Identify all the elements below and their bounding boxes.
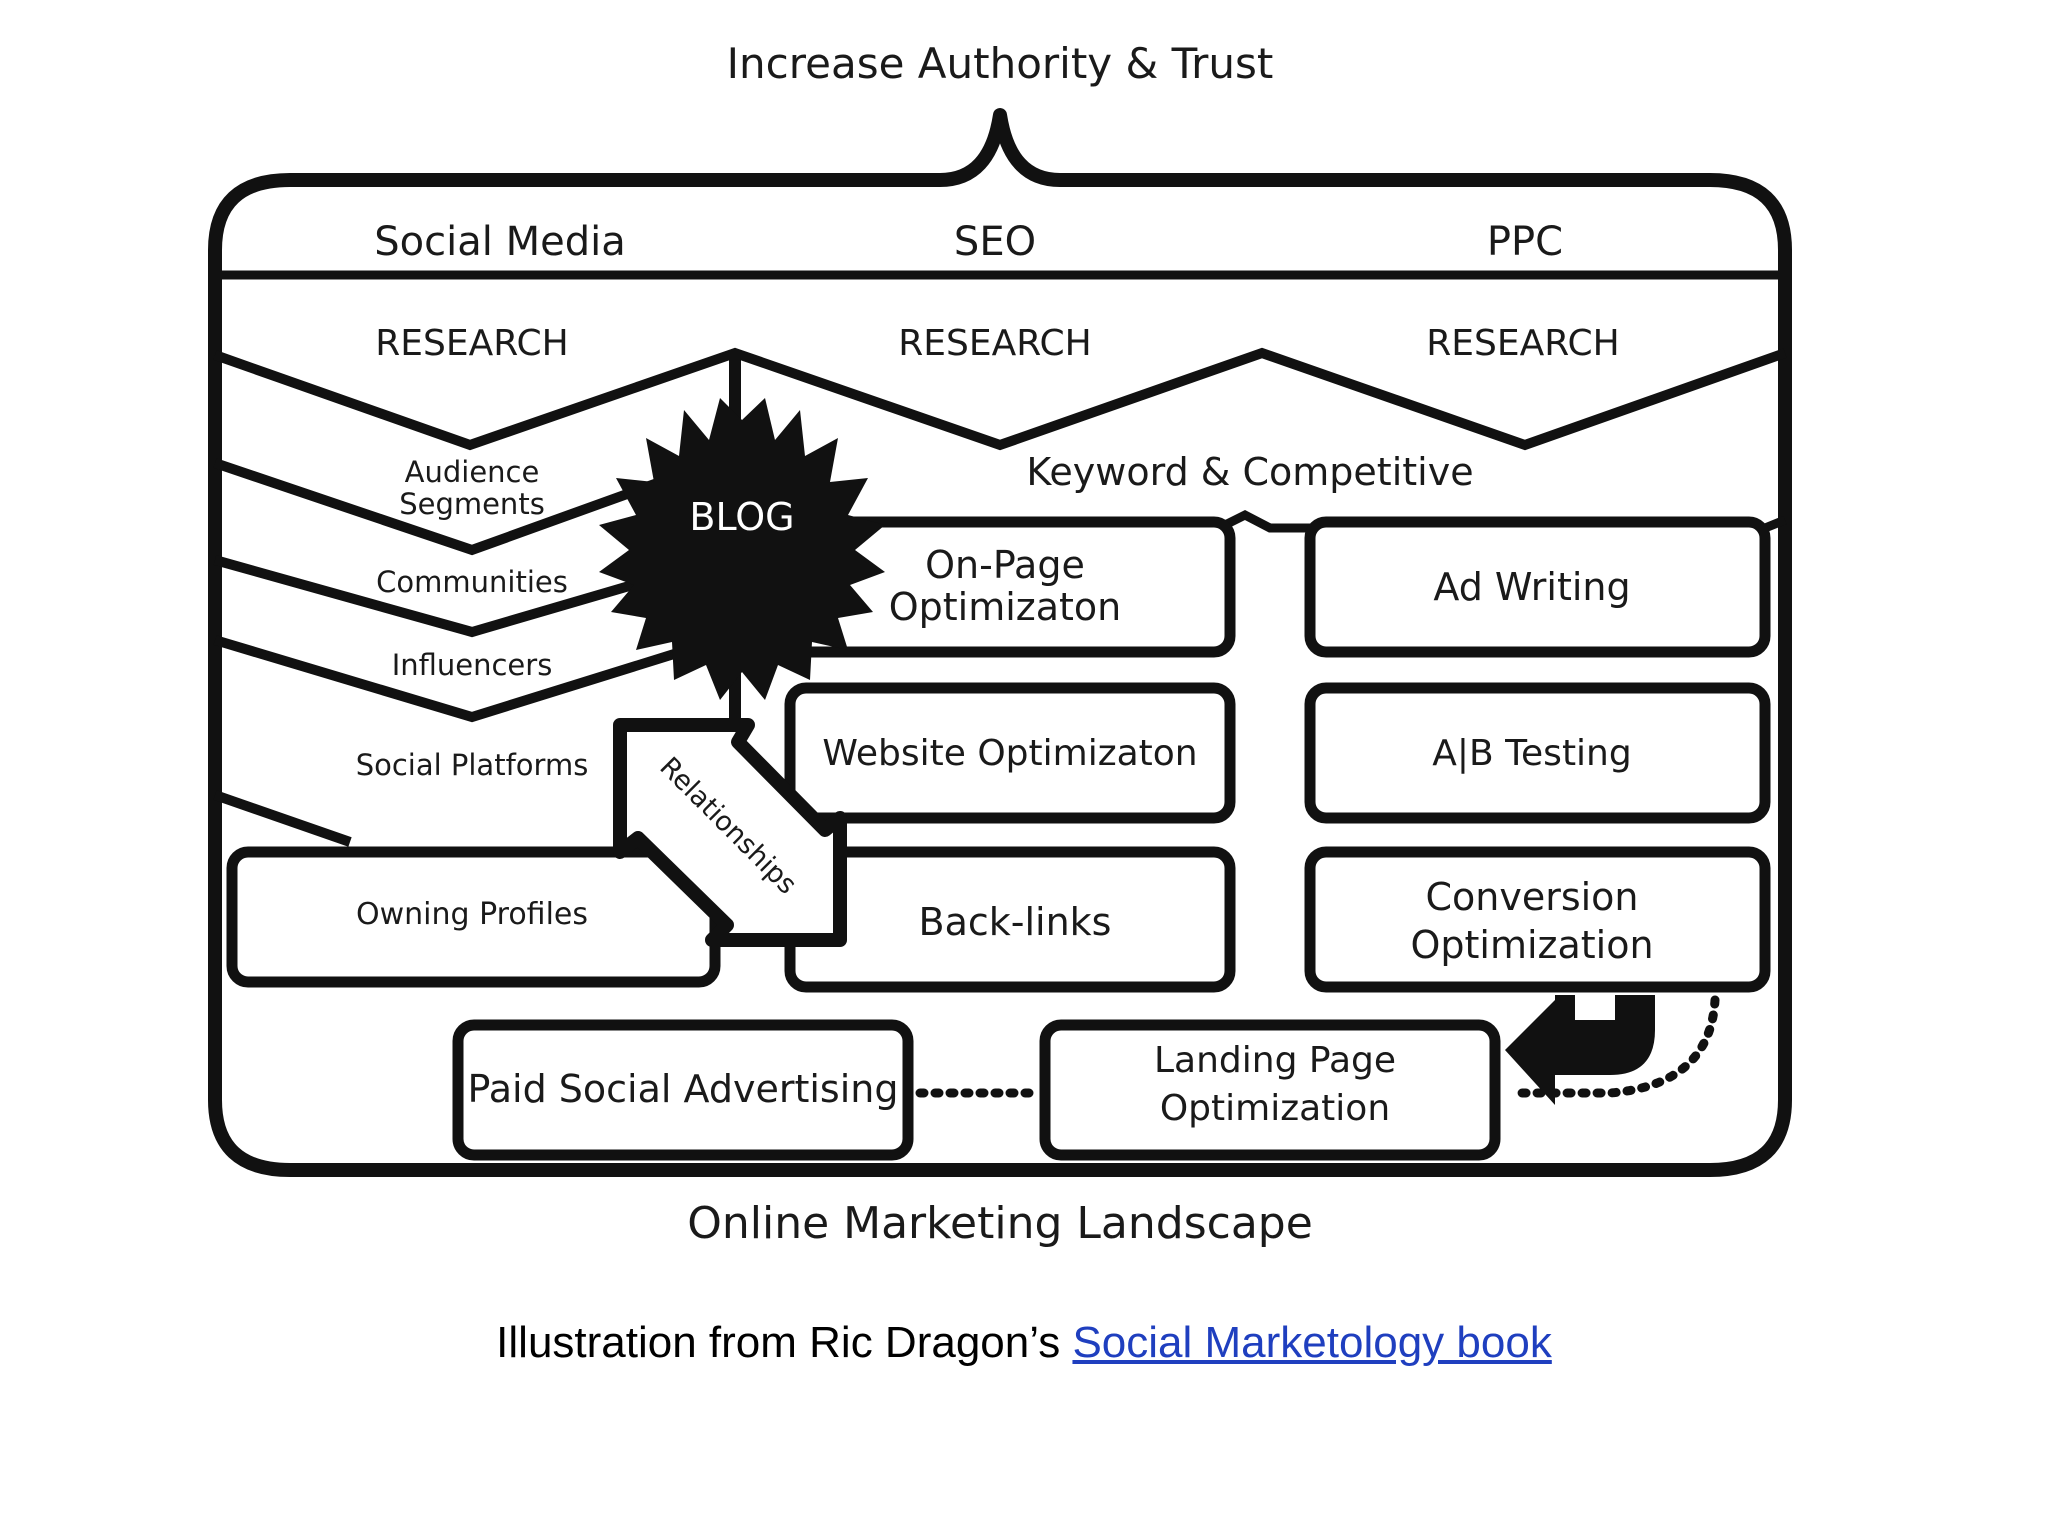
audience-segments-line1: Audience — [405, 455, 540, 489]
paid-social-advertising-box — [452, 1019, 914, 1161]
owning-profiles-label: Owning Profiles — [356, 897, 588, 932]
relationships-arrow: Relationships — [613, 718, 847, 947]
book-link[interactable]: Social Marketology book — [1072, 1318, 1552, 1367]
conversion-optimization-box — [1304, 846, 1771, 993]
website-optimization-box — [784, 682, 1236, 824]
arrow-notch — [1575, 995, 1615, 1020]
top-title: Increase Authority & Trust — [727, 39, 1274, 88]
social-platforms-label: Social Platforms — [356, 748, 589, 782]
conversion-line2: Optimization — [1410, 923, 1653, 967]
landing-page-optimization-box — [1039, 1019, 1501, 1161]
ab-testing-label: A|B Testing — [1432, 733, 1631, 774]
communities-label: Communities — [376, 565, 568, 599]
conversion-to-landing-arrow — [1505, 995, 1655, 1105]
bottom-title: Online Marketing Landscape — [687, 1198, 1313, 1249]
column-ppc: PPC — [1487, 219, 1563, 265]
research-label-ppc: RESEARCH — [1426, 323, 1619, 364]
conversion-line1: Conversion — [1425, 875, 1638, 919]
ad-writing-box — [1304, 516, 1771, 658]
landing-line2: Optimization — [1160, 1088, 1390, 1129]
audience-segments-line2: Segments — [399, 487, 545, 521]
column-social-media: Social Media — [374, 219, 625, 265]
paid-social-advertising-label: Paid Social Advertising — [468, 1067, 899, 1111]
social-zigzag-3 — [213, 630, 737, 723]
keyword-band-edge — [1222, 509, 1787, 533]
social-platforms-line — [213, 790, 352, 847]
back-links-label: Back-links — [919, 900, 1112, 944]
research-zigzag — [213, 347, 1787, 451]
caption-prefix: Illustration from Ric Dragon’s — [496, 1318, 1073, 1367]
on-page-line1: On-Page — [925, 543, 1085, 587]
blog-starburst: BLOG — [599, 398, 885, 700]
research-label-social: RESEARCH — [375, 323, 568, 364]
influencers-label: Influencers — [392, 648, 553, 682]
ad-writing-label: Ad Writing — [1433, 565, 1630, 609]
dotted-connector-conversion-to-landing — [1510, 995, 1720, 1098]
column-seo: SEO — [954, 219, 1036, 265]
keyword-competitive-label: Keyword & Competitive — [1026, 450, 1473, 494]
landing-line1: Landing Page — [1154, 1040, 1396, 1081]
website-optimization-label: Website Optimizaton — [822, 733, 1197, 774]
on-page-line2: Optimizaton — [889, 585, 1122, 629]
research-label-seo: RESEARCH — [898, 323, 1091, 364]
caption: Illustration from Ric Dragon’s Social Ma… — [0, 1318, 2048, 1368]
blog-label: BLOG — [689, 495, 794, 539]
ab-testing-box — [1304, 682, 1771, 824]
outer-frame — [208, 108, 1792, 1177]
